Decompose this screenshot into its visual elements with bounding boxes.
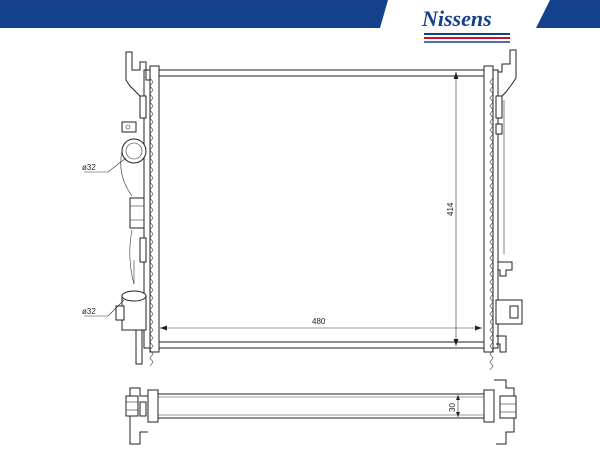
bottom-right-end — [483, 379, 517, 445]
thickness-label: 30 — [448, 403, 457, 412]
width-label: 480 — [312, 317, 326, 326]
radiator-core — [157, 69, 485, 349]
lower-inlet-pipe — [115, 229, 147, 331]
right-tank — [483, 49, 523, 371]
left-top-mount — [125, 51, 150, 101]
height-label: 414 — [446, 202, 455, 216]
radiator-front-view: 414 480 ø32 ø32 — [82, 49, 523, 371]
lower-pipe-diameter-label: ø32 — [82, 307, 96, 316]
upper-pipe-callout: ø32 — [82, 157, 127, 173]
header-banner-right — [536, 0, 600, 28]
width-dimension: 480 — [160, 317, 482, 331]
upper-outlet-pipe — [120, 138, 147, 197]
logo-text: Nissens — [421, 6, 492, 31]
bottom-core — [157, 393, 485, 419]
radiator-bottom-view: 30 — [125, 379, 517, 445]
lower-pipe-callout: ø32 — [82, 299, 125, 317]
drain-fitting — [498, 261, 513, 277]
thickness-dimension: 30 — [448, 395, 460, 417]
header-banner-left — [0, 0, 388, 28]
upper-pipe-diameter-label: ø32 — [82, 163, 96, 172]
height-dimension: 414 — [446, 72, 459, 346]
nissens-logo: Nissens — [421, 6, 510, 43]
right-top-mount — [497, 49, 517, 101]
left-tank — [121, 51, 160, 367]
bottom-left-end — [125, 387, 159, 445]
